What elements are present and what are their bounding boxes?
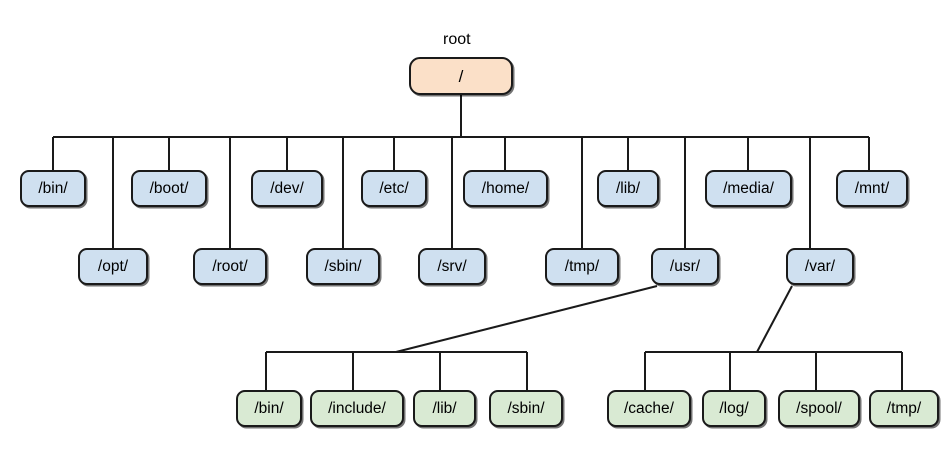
edge-usr-diagonal xyxy=(395,285,658,353)
node-label: /lib/ xyxy=(432,399,457,417)
node-level1-etc[interactable]: /etc/ xyxy=(361,170,427,207)
node-level1-boot[interactable]: /boot/ xyxy=(131,170,207,207)
node-label: /srv/ xyxy=(437,257,467,275)
node-label: /sbin/ xyxy=(324,257,362,275)
node-level1-usr[interactable]: /usr/ xyxy=(651,248,719,285)
node-level1-tmp[interactable]: /tmp/ xyxy=(545,248,619,285)
root-caption: root xyxy=(443,31,471,48)
node-var-log[interactable]: /log/ xyxy=(702,390,766,427)
node-level1-home[interactable]: /home/ xyxy=(463,170,548,207)
node-usr-include[interactable]: /include/ xyxy=(310,390,404,427)
node-var-spool[interactable]: /spool/ xyxy=(778,390,860,427)
node-level1-srv[interactable]: /srv/ xyxy=(418,248,486,285)
node-root[interactable]: / xyxy=(409,57,513,95)
node-level1-root[interactable]: /root/ xyxy=(193,248,267,285)
node-level1-var[interactable]: /var/ xyxy=(786,248,854,285)
node-level1-opt[interactable]: /opt/ xyxy=(78,248,148,285)
node-label: /opt/ xyxy=(97,257,129,275)
node-label: /tmp/ xyxy=(886,399,922,417)
node-label: /usr/ xyxy=(669,257,701,275)
node-label: /var/ xyxy=(804,257,836,275)
node-usr-sbin[interactable]: /sbin/ xyxy=(489,390,563,427)
node-label: /home/ xyxy=(481,179,530,197)
node-usr-lib[interactable]: /lib/ xyxy=(413,390,476,427)
node-label: /root/ xyxy=(212,257,248,275)
node-level1-media[interactable]: /media/ xyxy=(705,170,792,207)
node-label: /lib/ xyxy=(615,179,641,197)
node-level1-lib[interactable]: /lib/ xyxy=(597,170,659,207)
node-label: /tmp/ xyxy=(564,257,600,275)
node-usr-bin[interactable]: /bin/ xyxy=(236,390,302,427)
node-level1-bin[interactable]: /bin/ xyxy=(20,170,86,207)
node-label: /cache/ xyxy=(624,399,674,417)
node-label: /log/ xyxy=(719,399,749,417)
node-label: /bin/ xyxy=(38,179,68,197)
node-label: /mnt/ xyxy=(854,179,890,197)
node-root-label: / xyxy=(458,66,464,86)
node-label: /media/ xyxy=(723,179,774,197)
edge-var-diagonal xyxy=(756,285,793,353)
node-var-tmp[interactable]: /tmp/ xyxy=(869,390,939,427)
node-level1-mnt[interactable]: /mnt/ xyxy=(836,170,908,207)
node-level1-dev[interactable]: /dev/ xyxy=(251,170,323,207)
node-label: /bin/ xyxy=(254,399,284,417)
node-label: /sbin/ xyxy=(507,399,545,417)
node-level1-sbin[interactable]: /sbin/ xyxy=(306,248,380,285)
node-label: /spool/ xyxy=(796,399,842,417)
node-label: /boot/ xyxy=(149,179,189,197)
node-label: /dev/ xyxy=(270,179,304,197)
node-label: /etc/ xyxy=(379,179,409,197)
node-var-cache[interactable]: /cache/ xyxy=(607,390,691,427)
node-label: /include/ xyxy=(328,399,386,417)
